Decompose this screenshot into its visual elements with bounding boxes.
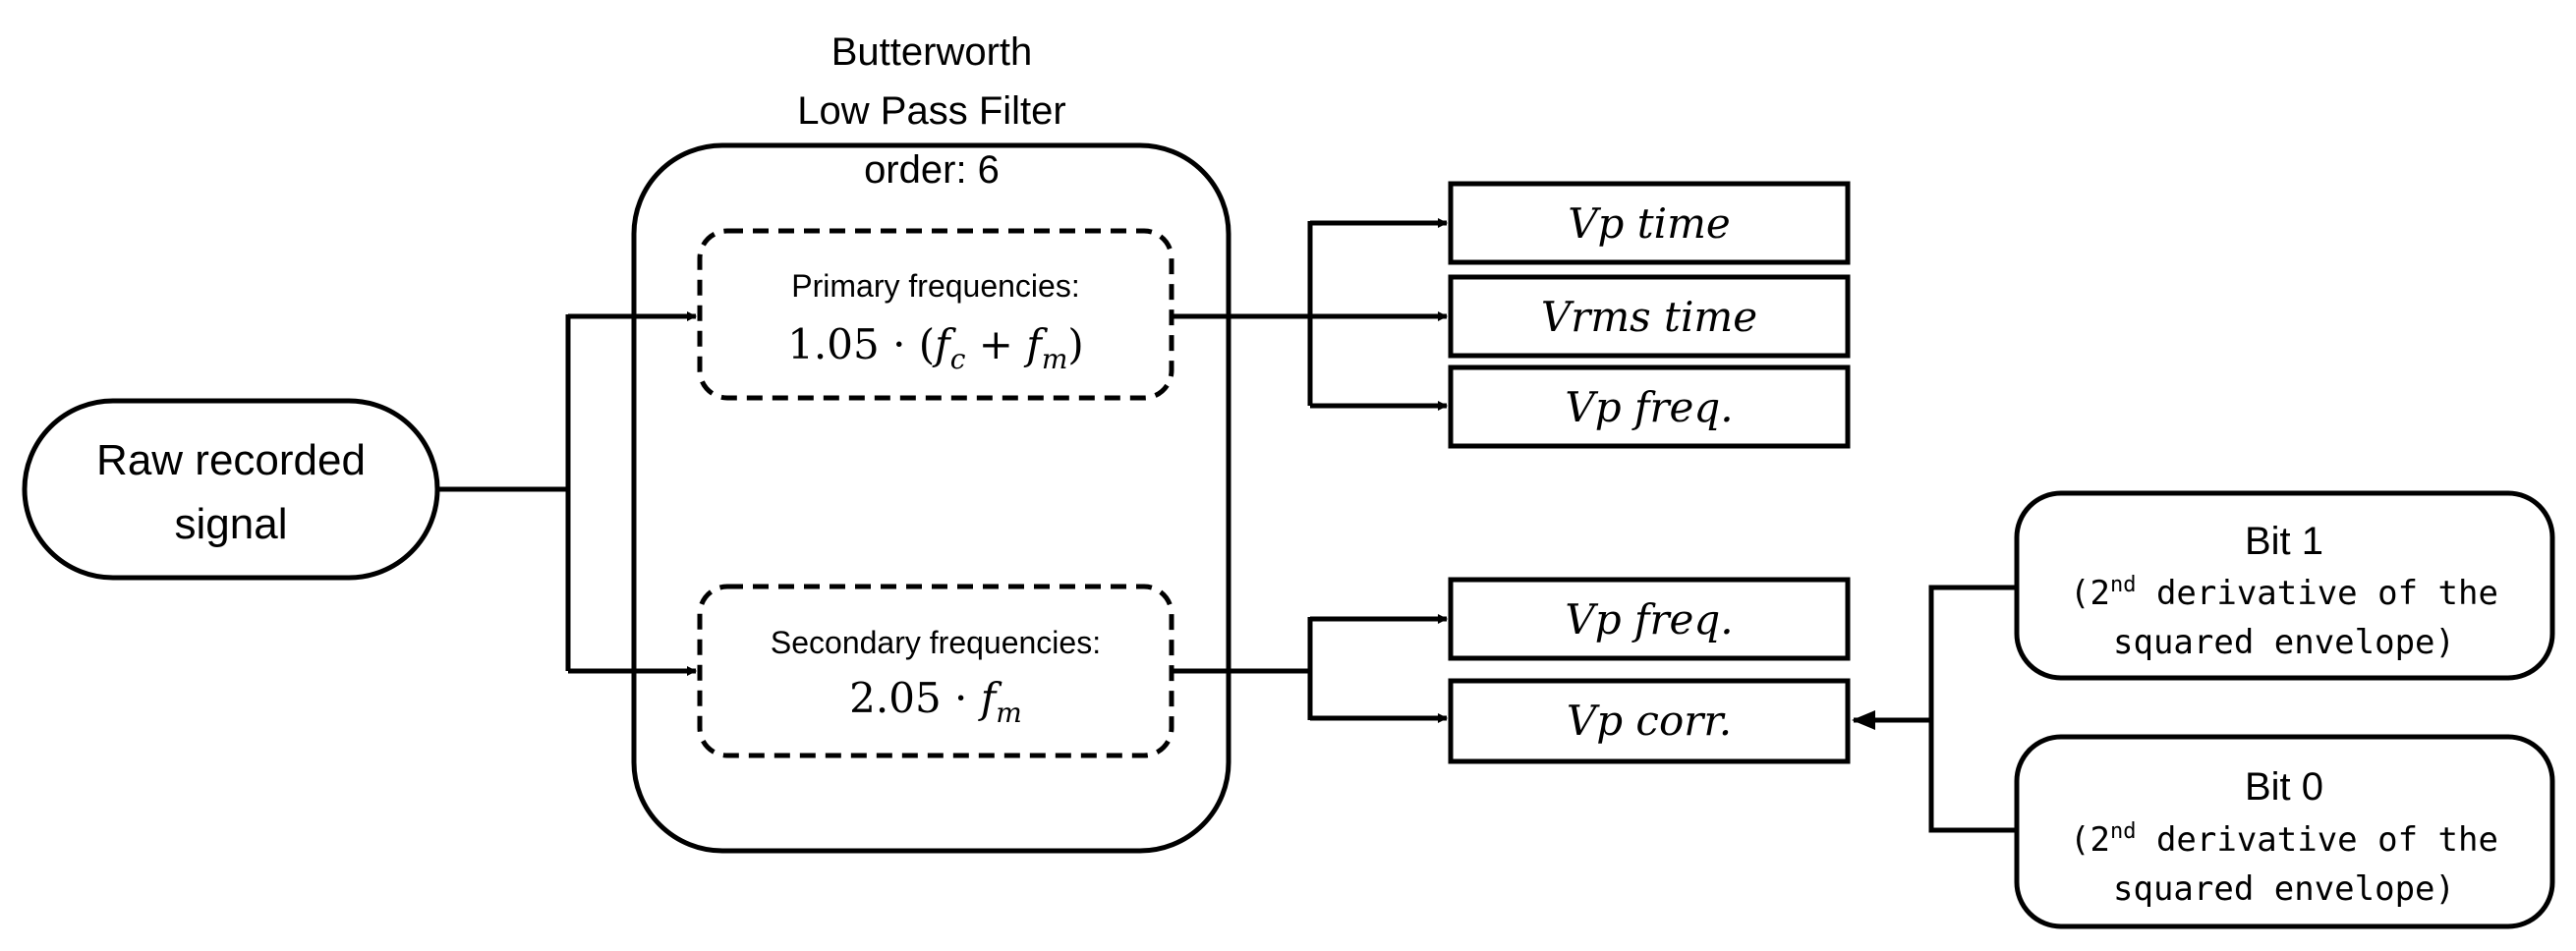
raw-signal-node: Raw recorded signal [22, 398, 440, 581]
secondary-box [697, 584, 1174, 758]
output-vp-freq-secondary-box [1448, 577, 1851, 661]
output-vp-freq-primary-label: Vp freq. [1565, 383, 1733, 431]
output-vp-corr-label: Vp corr. [1567, 697, 1732, 745]
bit1-box [2014, 490, 2555, 681]
bit0-node: Bit 0 (2nd derivative of the squared env… [2014, 734, 2555, 929]
primary-formula: 1.05 · (fc + fm) [787, 320, 1084, 375]
output-vp-time-box [1448, 181, 1851, 265]
primary-frequencies-node: Primary frequencies: 1.05 · (fc + fm) [697, 228, 1174, 401]
output-vp-freq-primary-box [1448, 364, 1851, 449]
filter-title-line3-overlay: order: 6 [864, 148, 1000, 192]
raw-signal-line1: Raw recorded [96, 436, 366, 484]
raw-signal-line2: signal [175, 500, 288, 548]
bit1-desc-line2: squared envelope) [2113, 623, 2455, 662]
secondary-label: Secondary frequencies: [771, 625, 1101, 660]
output-vp-time-label: Vp time [1568, 199, 1731, 248]
secondary-formula: 2.05 · fm [849, 674, 1022, 729]
bit1-desc-line1: (2nd derivative of the [2070, 573, 2498, 613]
bit1-node: Bit 1 (2nd derivative of the squared env… [2014, 490, 2555, 681]
primary-box [697, 228, 1174, 401]
output-vrms-time-label: Vrms time [1541, 293, 1757, 341]
bit1-title: Bit 1 [2245, 520, 2323, 563]
output-vp-freq-secondary: Vp freq. [1448, 577, 1851, 661]
bit0-desc-line1: (2nd derivative of the [2070, 819, 2498, 860]
bit0-desc-line2: squared envelope) [2113, 869, 2455, 909]
output-vp-corr-box [1448, 678, 1851, 764]
secondary-frequencies-node: Secondary frequencies: 2.05 · fm [697, 584, 1174, 758]
output-vrms-time-box [1448, 274, 1851, 359]
filter-title-line1: Butterworth [831, 30, 1033, 74]
output-vp-time: Vp time [1448, 181, 1851, 265]
bit0-box [2014, 734, 2555, 929]
bit-bracket-line [1928, 585, 2017, 833]
output-vp-freq-secondary-label: Vp freq. [1565, 595, 1733, 643]
output-vp-corr: Vp corr. [1448, 678, 1851, 764]
output-vrms-time: Vrms time [1448, 274, 1851, 359]
bit0-title: Bit 0 [2245, 765, 2323, 809]
output-vp-freq-primary: Vp freq. [1448, 364, 1851, 449]
primary-label: Primary frequencies: [791, 268, 1079, 304]
filter-title-line2: Low Pass Filter [797, 89, 1065, 133]
raw-signal-box [22, 398, 440, 581]
